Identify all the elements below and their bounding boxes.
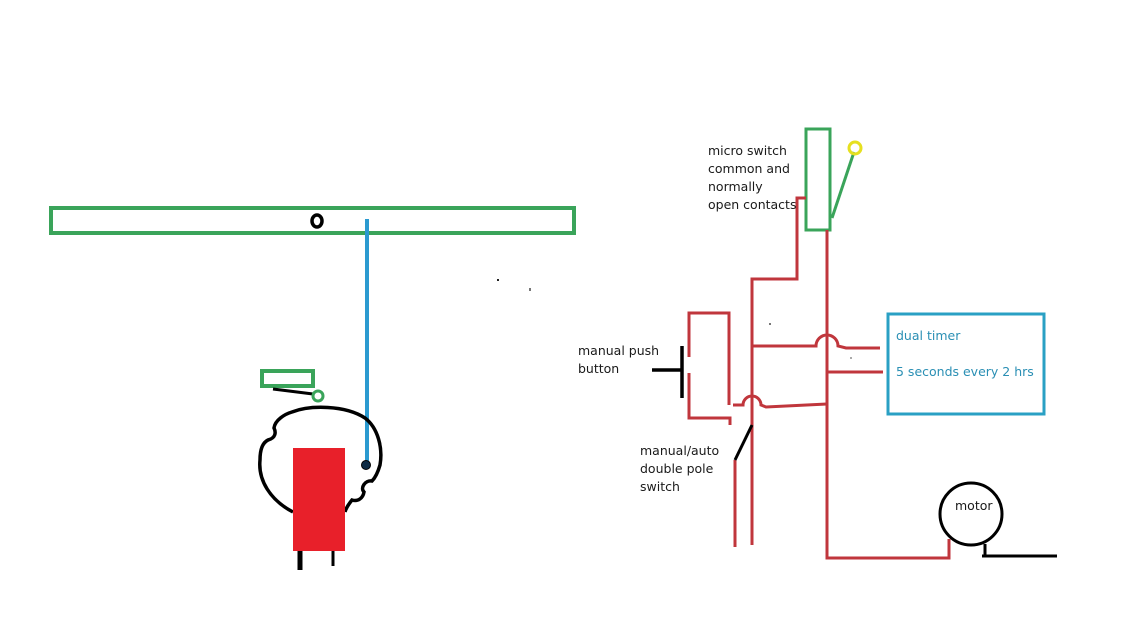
push-button-label: manual push button	[578, 342, 659, 378]
lever-bar	[49, 206, 576, 235]
dual-timer-box	[886, 312, 1046, 416]
cam-wheel-outline	[258, 405, 383, 514]
wire	[825, 404, 951, 560]
timer-detail: 5 seconds every 2 hrs	[896, 364, 1034, 379]
micro-switch-label-line: normally	[708, 179, 763, 194]
speck	[850, 357, 852, 359]
micro-switch-body-right	[804, 127, 832, 232]
circuit	[652, 127, 1057, 560]
micro-switch-arm	[830, 151, 856, 219]
speck	[769, 323, 771, 325]
cam-wheel	[0, 0, 301, 447]
motor-circle	[938, 481, 1004, 547]
speck	[529, 288, 531, 291]
left-mechanism	[0, 0, 576, 570]
dp-switch-label: manual/auto double pole switch	[640, 442, 719, 496]
actuator-block	[293, 448, 345, 551]
micro-switch-label: micro switch common and normally open co…	[708, 142, 796, 214]
dp-switch-label-line: double pole	[640, 461, 714, 476]
dp-switch-blade	[733, 424, 754, 461]
pivot-point	[310, 213, 324, 229]
micro-switch-label-line: open contacts	[708, 197, 797, 212]
micro-switch-body	[260, 369, 315, 388]
wire	[733, 394, 828, 409]
micro-switch-roller	[311, 389, 325, 403]
wire	[687, 311, 731, 405]
push-button-label-line: manual push	[578, 343, 660, 358]
dp-switch-label-line: switch	[640, 479, 680, 494]
speck	[497, 279, 499, 281]
micro-switch-contact	[847, 140, 863, 156]
wire	[750, 196, 806, 545]
motor-label: motor	[955, 498, 993, 513]
rod-attachment-point	[361, 460, 371, 470]
micro-switch-label-line: micro switch	[708, 143, 787, 158]
wire	[687, 373, 732, 425]
micro-switch-lever	[272, 387, 314, 396]
dp-switch-label-line: manual/auto	[640, 443, 720, 458]
timer-title: dual timer	[896, 328, 961, 343]
push-button-label-line: button	[578, 361, 620, 376]
wire	[752, 333, 880, 350]
micro-switch-label-line: common and	[708, 161, 790, 176]
